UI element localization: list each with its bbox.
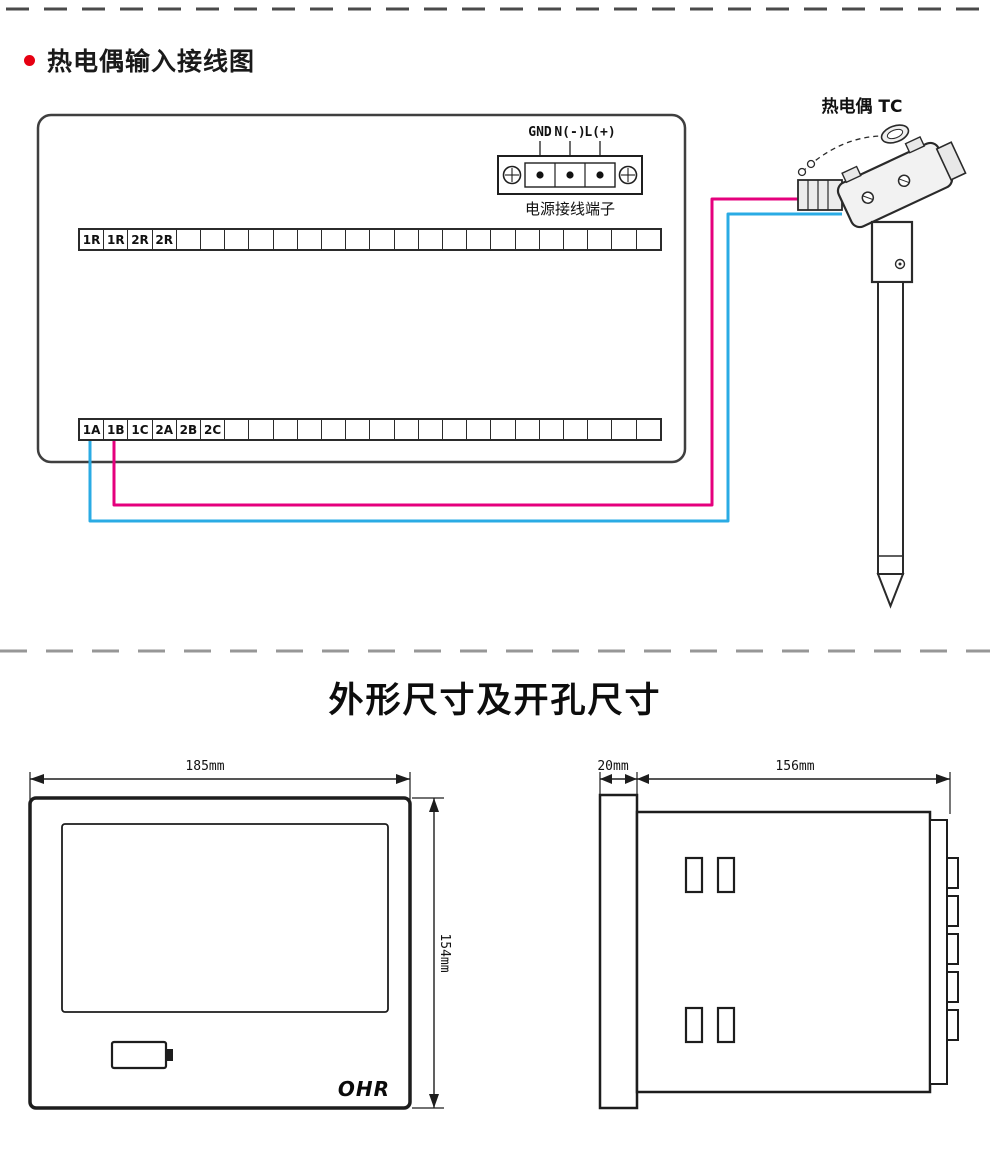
terminal-cell-empty (612, 230, 637, 249)
power-label-n: N(-) (554, 125, 585, 140)
power-terminal-block (497, 141, 643, 195)
terminal-cell-empty (249, 420, 274, 439)
terminal-cell-empty (322, 420, 347, 439)
terminal-cell-empty (588, 420, 613, 439)
wire-negative-blue (88, 212, 842, 523)
terminal-cell-1A: 1A (80, 420, 105, 439)
dim-side-flange: 20mm (597, 759, 628, 774)
terminal-cell-2R: 2R (128, 230, 153, 249)
front-screen (61, 823, 389, 1013)
terminal-cell-1R: 1R (80, 230, 105, 249)
thermocouple-cap (880, 124, 910, 144)
terminal-cell-empty (516, 230, 540, 249)
terminal-cell-empty (346, 420, 371, 439)
terminal-dot (536, 171, 544, 179)
terminal-cell-2R: 2R (153, 230, 177, 249)
thermocouple-probe (877, 281, 904, 575)
clip-slot (684, 1006, 704, 1044)
clip-slot (716, 1006, 736, 1044)
terminal-cell-empty (177, 230, 202, 249)
terminal-cell-empty (395, 420, 419, 439)
terminal-cell-empty (274, 420, 298, 439)
red-bullet-icon (24, 54, 35, 66)
terminal-cell-empty (419, 230, 444, 249)
terminal-cell-empty (395, 230, 419, 249)
terminal-dot (596, 171, 604, 179)
terminal-cell-empty (491, 420, 516, 439)
terminal-cell-empty (612, 420, 637, 439)
thermocouple-probe-tip (876, 573, 905, 609)
thermocouple-chain (801, 135, 885, 173)
panel-outline (36, 113, 687, 464)
side-body (635, 810, 932, 1094)
terminal-dot (566, 171, 574, 179)
thermocouple-stem (870, 220, 914, 284)
terminal-cell-empty (564, 420, 589, 439)
terminal-cell-1C: 1C (128, 420, 153, 439)
terminal-cell-empty (370, 230, 395, 249)
dim-front-width: 185mm (185, 759, 224, 774)
thermocouple-head (836, 135, 967, 229)
thermocouple-neck (797, 179, 843, 211)
front-view-drawing (28, 772, 444, 1110)
terminal-cell-empty (540, 420, 565, 439)
terminal-cell-empty (201, 230, 226, 249)
terminal-cell-empty (491, 230, 516, 249)
wire-positive-magenta (112, 197, 846, 507)
terminal-cell-empty (274, 230, 298, 249)
terminal-cell-empty (467, 230, 492, 249)
terminal-cell-empty (298, 230, 323, 249)
terminal-cell-empty (249, 230, 274, 249)
terminal-cell-empty (225, 230, 250, 249)
terminal-cell-empty (637, 230, 660, 249)
terminal-cell-empty (516, 420, 540, 439)
terminal-cell-empty (588, 230, 613, 249)
clip-slot (684, 856, 704, 894)
terminal-cell-empty (346, 230, 371, 249)
terminal-cell-1B: 1B (104, 420, 129, 439)
dim-front-height: 154mm (437, 933, 452, 972)
terminal-cell-empty (419, 420, 444, 439)
terminal-cell-empty (443, 420, 468, 439)
side-view-drawing (598, 772, 959, 1110)
terminal-cell-empty (467, 420, 492, 439)
battery-icon (110, 1040, 173, 1070)
section1-title: 热电偶输入接线图 (47, 47, 256, 76)
section1-heading: 热电偶输入接线图 (24, 42, 255, 78)
power-terminal-caption: 电源接线端子 (525, 200, 615, 218)
side-rear-strip (929, 819, 948, 1085)
terminal-cell-empty (370, 420, 395, 439)
terminal-cell-empty (225, 420, 250, 439)
side-bezel (598, 793, 639, 1110)
section2-title: 外形尺寸及开孔尺寸 (328, 681, 662, 721)
power-label-gnd: GND (528, 125, 552, 140)
clip-slot (716, 856, 736, 894)
terminal-cell-2A: 2A (153, 420, 177, 439)
terminal-cell-empty (637, 420, 660, 439)
terminal-cell-2B: 2B (177, 420, 202, 439)
thermocouple-drawing (797, 124, 967, 609)
power-label-l: L(+) (584, 125, 615, 140)
terminal-cell-empty (564, 230, 589, 249)
thermocouple-label: 热电偶 TC (822, 96, 903, 117)
terminal-cell-1R: 1R (104, 230, 129, 249)
terminal-cell-2C: 2C (201, 420, 226, 439)
terminal-cell-empty (540, 230, 565, 249)
terminal-cell-empty (443, 230, 468, 249)
terminal-cell-empty (298, 420, 323, 439)
terminal-cell-empty (322, 230, 347, 249)
ohr-logo: OHR (338, 1077, 390, 1101)
dim-side-body: 156mm (775, 759, 814, 774)
